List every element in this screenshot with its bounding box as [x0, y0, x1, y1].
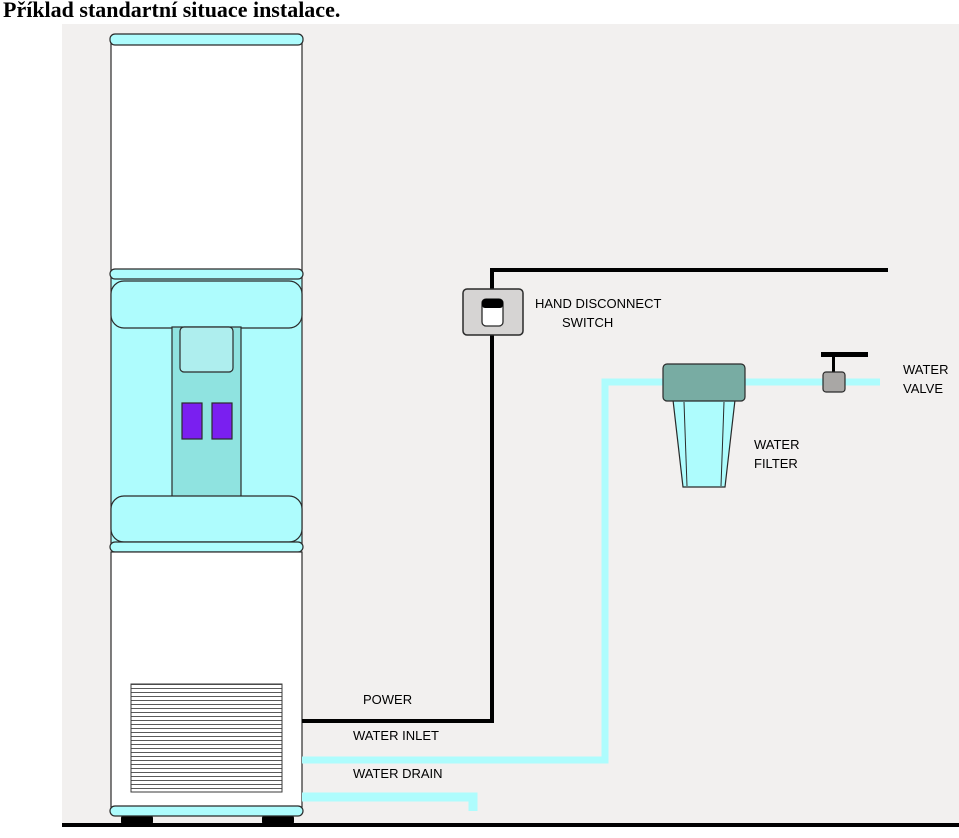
- water-cooler-unit: [109, 33, 304, 825]
- hand-disconnect-label-1: HAND DISCONNECT: [535, 296, 661, 311]
- cooler-base-band: [109, 805, 304, 817]
- switch-toggle-top: [482, 299, 503, 308]
- dispenser-drip-tray: [110, 495, 303, 543]
- water-filter: [662, 363, 746, 488]
- display-window: [179, 326, 234, 373]
- cooler-top-section: [110, 36, 303, 274]
- button-left: [181, 402, 203, 440]
- hand-disconnect-switch: [462, 288, 524, 336]
- filter-head: [662, 363, 746, 402]
- hand-disconnect-label-2: SWITCH: [562, 315, 613, 330]
- water-drain-label: WATER DRAIN: [353, 766, 443, 781]
- button-right: [211, 402, 233, 440]
- filter-canister: [672, 399, 736, 488]
- valve-stem: [832, 352, 835, 374]
- water-valve: [821, 352, 868, 393]
- cooler-top-cap: [109, 33, 304, 46]
- power-line: [302, 268, 888, 723]
- dispenser-bottom-band: [109, 541, 304, 553]
- water-inlet-label: WATER INLET: [353, 728, 439, 743]
- water-drain-line: [302, 792, 478, 811]
- power-label: POWER: [363, 692, 412, 707]
- foot-right: [262, 815, 294, 825]
- foot-left: [121, 815, 153, 825]
- dispenser-upper-rail: [110, 280, 303, 329]
- water-filter-label-2: FILTER: [754, 456, 798, 471]
- vent-grille: [130, 683, 283, 793]
- page-title: Příklad standartní situace instalace.: [3, 0, 341, 22]
- dispenser-top-band: [109, 268, 304, 280]
- water-filter-label-1: WATER: [754, 437, 800, 452]
- valve-body: [822, 371, 846, 393]
- water-valve-label-1: WATER: [903, 362, 949, 377]
- water-valve-label-2: VALVE: [903, 381, 943, 396]
- valve-handle: [821, 352, 868, 357]
- floor-line: [62, 823, 959, 827]
